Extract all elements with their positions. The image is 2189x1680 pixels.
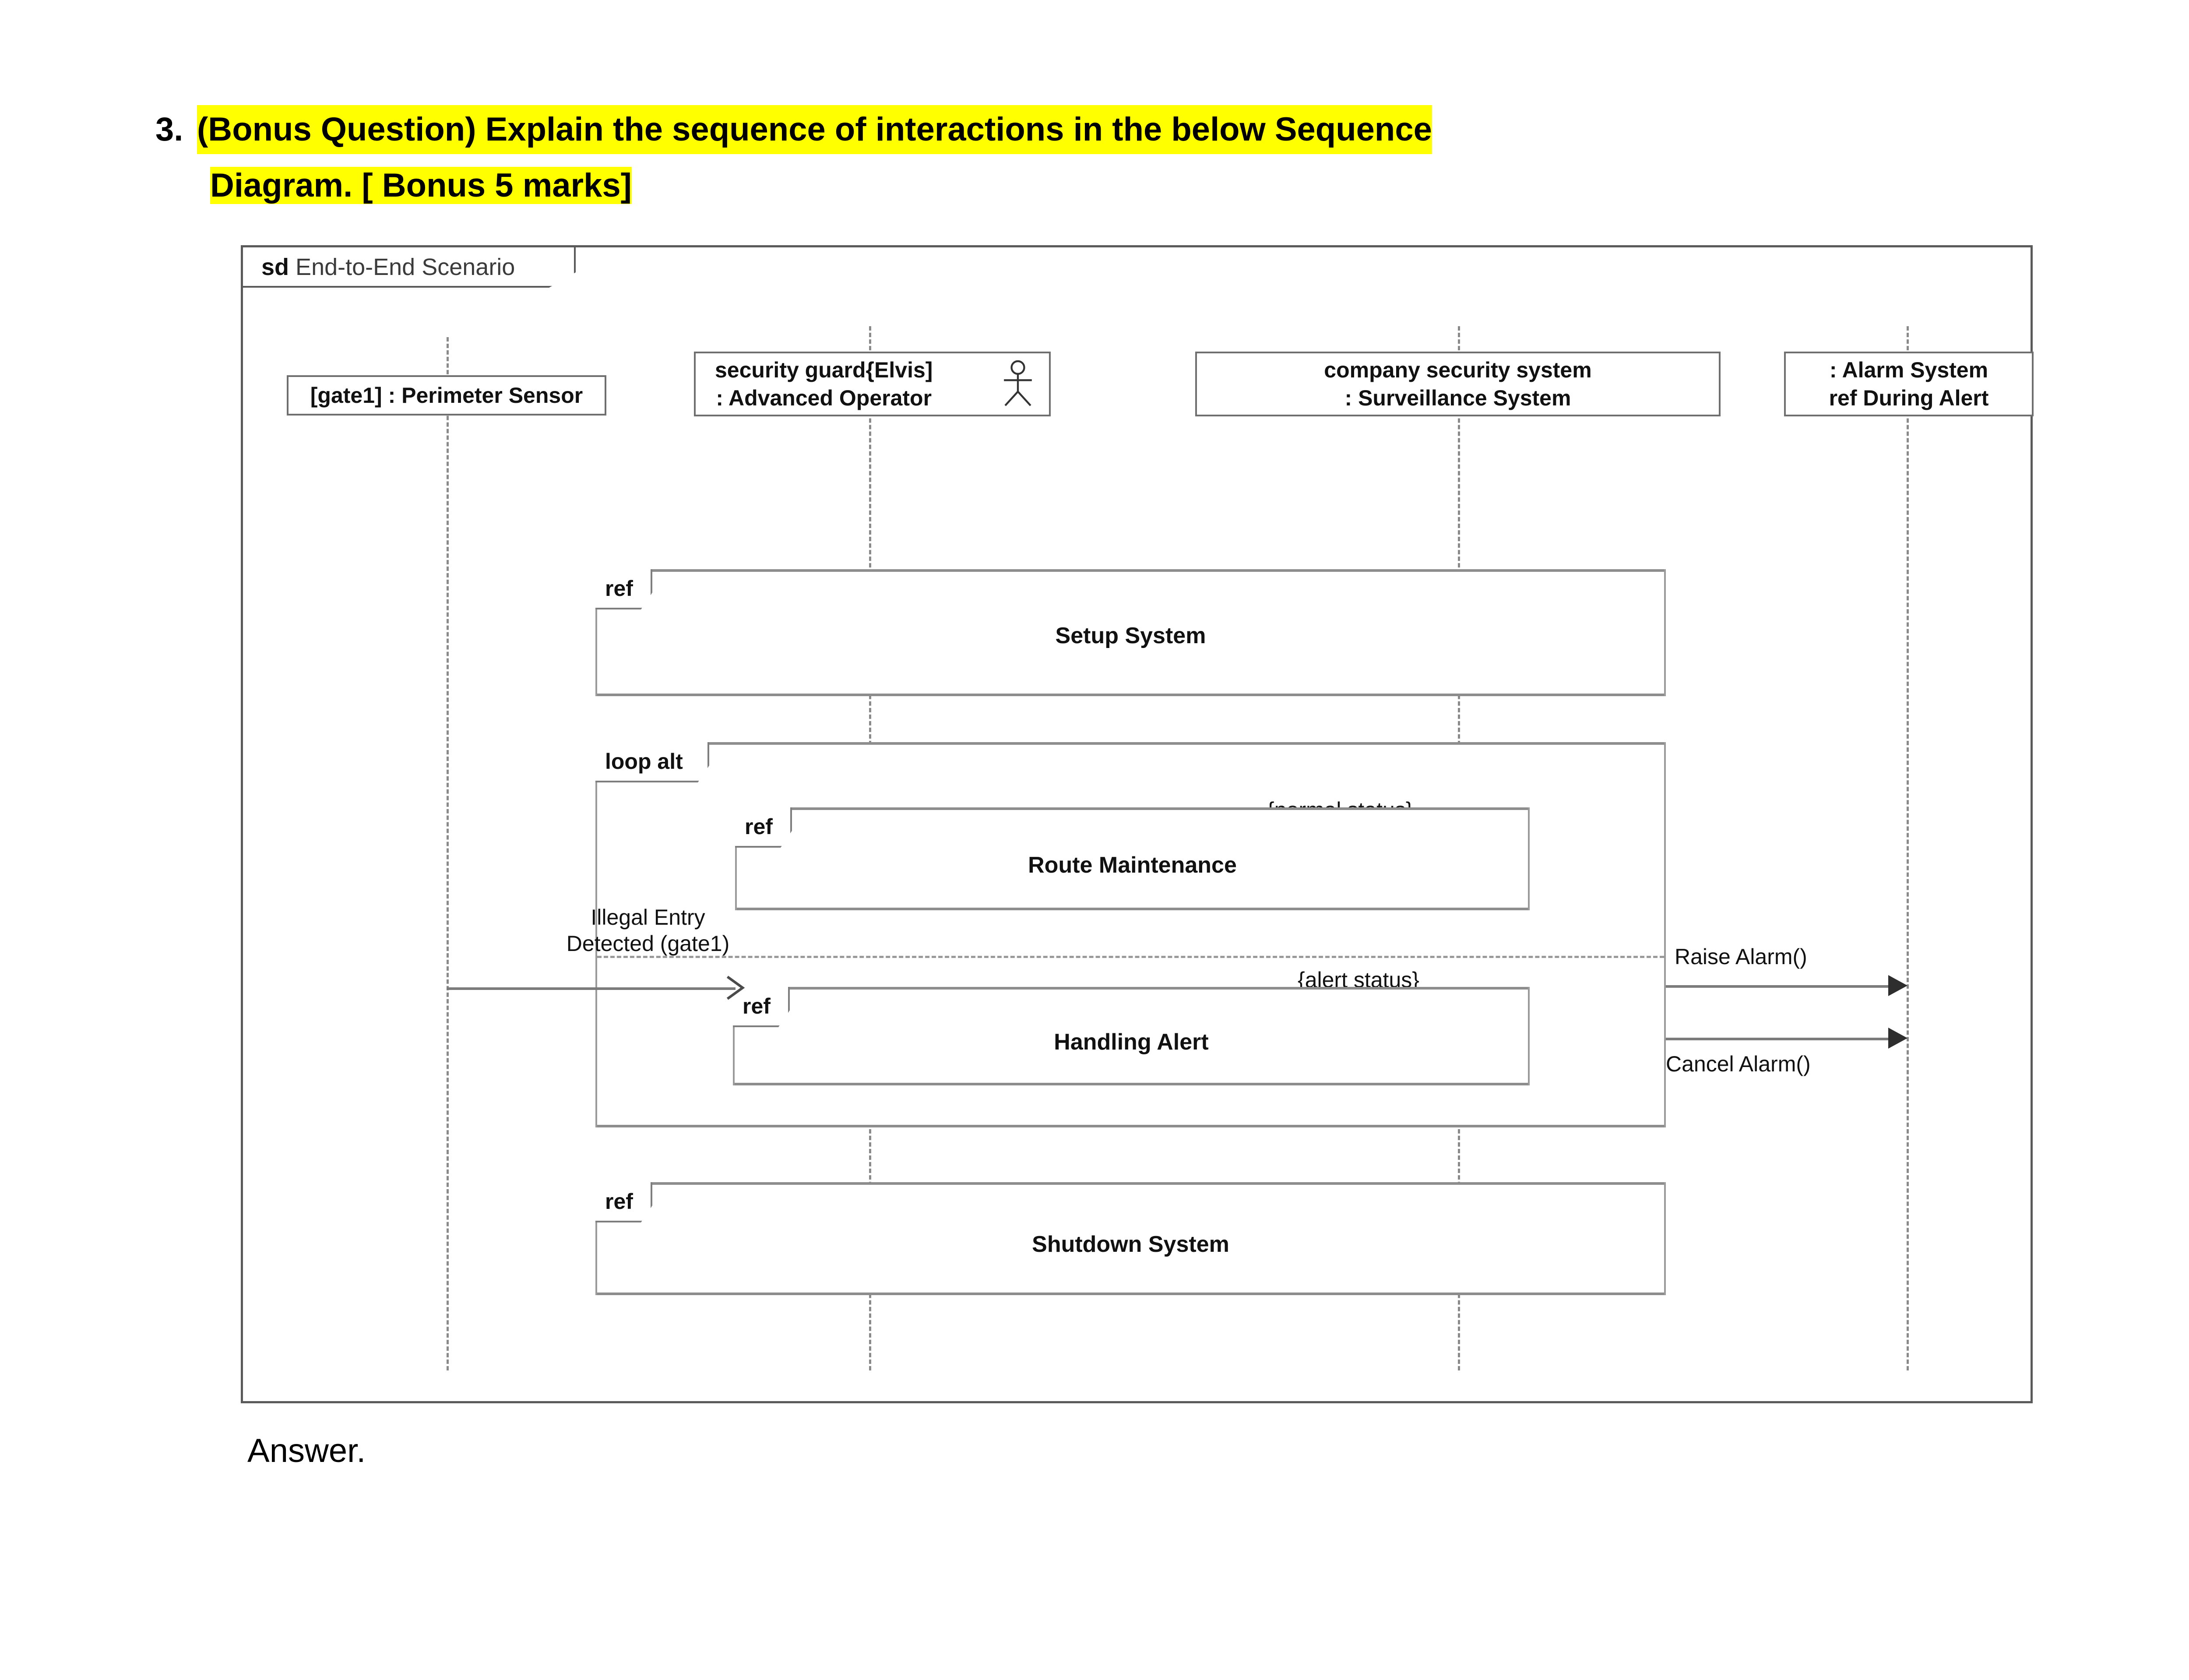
question-line-1: 3. (Bonus Question) Explain the sequence… <box>144 105 2071 154</box>
lifeline-head-security-guard-label: security guard{Elvis] : Advanced Operato… <box>707 356 940 412</box>
fragment-tag-ref: ref <box>733 987 790 1027</box>
message-label-illegal-entry: Illegal Entry Detected (gate1) <box>532 904 764 957</box>
question-number: 3. <box>155 111 183 148</box>
message-label-raise-alarm: Raise Alarm() <box>1675 944 1807 969</box>
fragment-bottom-rule <box>597 1293 1664 1295</box>
fragment-shutdown-system[interactable]: ref Shutdown System <box>595 1182 1666 1295</box>
fragment-title-route-maintenance: Route Maintenance <box>1028 852 1237 878</box>
frame-label-text: sd End-to-End Scenario <box>261 254 515 281</box>
arrowhead-open-icon <box>726 976 745 1000</box>
lifeline-head-alarm-system-line1: : Alarm System <box>1829 358 1988 382</box>
message-label-illegal-entry-line2: Detected (gate1) <box>566 931 730 956</box>
arrowhead-solid-icon <box>1888 975 1907 996</box>
actor-icon <box>1004 360 1032 406</box>
fragment-bottom-rule <box>735 1083 1528 1085</box>
lifeline-head-alarm-system[interactable]: : Alarm System ref During Alert <box>1784 352 2034 416</box>
answer-label: Answer. <box>247 1432 366 1469</box>
alarm-system-ref-keyword: ref <box>1829 386 1857 410</box>
lifeline-head-security-guard-line1: security guard{Elvis] <box>715 358 933 382</box>
fragment-tag-loop-alt: loop alt <box>595 742 709 782</box>
fragment-handling-alert[interactable]: ref Handling Alert <box>733 987 1530 1085</box>
fragment-top-rule <box>735 987 1528 990</box>
lifeline-perimeter-sensor <box>447 337 449 1370</box>
fragment-route-maintenance[interactable]: ref Route Maintenance <box>735 807 1530 910</box>
lifeline-head-surveillance-system-label: company security system : Surveillance S… <box>1316 356 1599 412</box>
question-block: 3. (Bonus Question) Explain the sequence… <box>144 105 2071 210</box>
lifeline-head-surveillance-system[interactable]: company security system : Surveillance S… <box>1195 352 1721 416</box>
fragment-top-rule <box>597 569 1664 572</box>
message-label-illegal-entry-line1: Illegal Entry <box>591 905 705 930</box>
frame-name: End-to-End Scenario <box>296 254 515 280</box>
lifeline-head-alarm-system-line2: ref During Alert <box>1829 384 1989 412</box>
fragment-loop-alt[interactable]: loop alt {normal status} {alert status} … <box>595 742 1666 1127</box>
fragment-tag-ref: ref <box>735 807 792 848</box>
alt-separator <box>597 956 1664 958</box>
message-line-illegal-entry <box>447 987 736 990</box>
lifeline-head-alarm-system-label: : Alarm System ref During Alert <box>1821 356 1997 412</box>
fragment-title-shutdown-system: Shutdown System <box>1032 1232 1229 1257</box>
fragment-top-rule <box>737 807 1528 810</box>
fragment-title-handling-alert: Handling Alert <box>1054 1029 1209 1055</box>
message-line-raise-alarm <box>1666 985 1889 988</box>
fragment-top-rule <box>597 742 1664 745</box>
sequence-diagram-frame: sd End-to-End Scenario [gate1] : Perimet… <box>241 245 2034 1403</box>
lifeline-head-perimeter-sensor-label: [gate1] : Perimeter Sensor <box>310 383 583 408</box>
alarm-system-ref-name: During Alert <box>1857 386 1989 410</box>
fragment-bottom-rule <box>597 1125 1664 1127</box>
lifeline-head-perimeter-sensor[interactable]: [gate1] : Perimeter Sensor <box>287 375 606 416</box>
frame-keyword: sd <box>261 254 289 280</box>
message-line-cancel-alarm <box>1666 1038 1889 1040</box>
frame-label: sd End-to-End Scenario <box>243 247 576 288</box>
question-text-line-2: Diagram. [ Bonus 5 marks] <box>210 167 632 204</box>
fragment-bottom-rule <box>737 908 1528 910</box>
question-text-line-1: (Bonus Question) Explain the sequence of… <box>197 105 1432 154</box>
fragment-bottom-rule <box>597 694 1664 696</box>
question-line-2: Diagram. [ Bonus 5 marks] <box>210 161 2071 210</box>
message-label-cancel-alarm: Cancel Alarm() <box>1666 1052 1811 1076</box>
fragment-title-setup-system: Setup System <box>1055 623 1206 648</box>
fragment-tag-ref: ref <box>595 1182 652 1222</box>
fragment-setup-system[interactable]: ref Setup System <box>595 569 1666 696</box>
lifeline-head-security-guard[interactable]: security guard{Elvis] : Advanced Operato… <box>694 352 1051 416</box>
lifeline-head-surveillance-system-line1: company security system <box>1324 358 1592 382</box>
lifeline-head-surveillance-system-line2: : Surveillance System <box>1344 386 1571 410</box>
frame-label-pentagon <box>243 247 576 288</box>
fragment-tag-ref: ref <box>595 569 652 609</box>
lifeline-head-security-guard-line2: : Advanced Operator <box>716 386 932 410</box>
fragment-top-rule <box>597 1182 1664 1185</box>
arrowhead-solid-icon <box>1888 1028 1907 1049</box>
lifeline-alarm-system <box>1907 326 1909 1370</box>
